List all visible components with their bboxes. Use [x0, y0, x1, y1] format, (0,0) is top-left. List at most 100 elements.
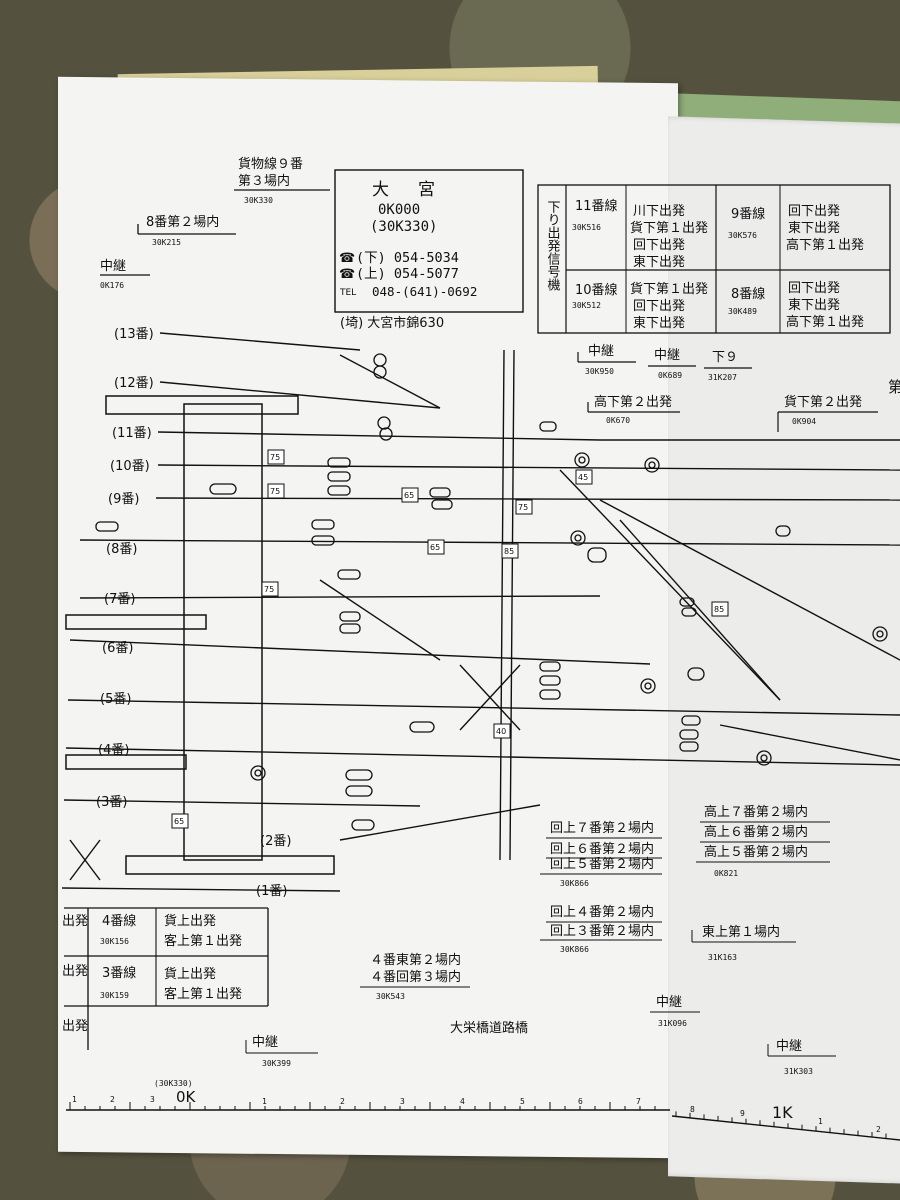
signal-icons: [95, 353, 888, 831]
svg-text:(埼) 大宮市錦630: (埼) 大宮市錦630: [340, 315, 444, 331]
svg-text:東上第１場内: 東上第１場内: [702, 924, 780, 940]
speed-sign: 75: [515, 499, 533, 515]
svg-text:中継: 中継: [588, 344, 614, 359]
svg-text:85: 85: [714, 605, 724, 614]
svg-text:8番線: 8番線: [731, 286, 765, 302]
svg-text:(3番): (3番): [96, 795, 127, 810]
svg-text:11番線: 11番線: [575, 198, 618, 214]
signal-table-top: 下り出発信号機 11番線 30K516 川下出発 貨下第１出発 回下出発 東下出…: [537, 184, 891, 334]
label-bridge: 大栄橋道路橋: [450, 1020, 528, 1036]
svg-text:貨下第１出発: 貨下第１出発: [630, 281, 708, 297]
svg-text:回下出発: 回下出発: [633, 238, 685, 253]
svg-text:8番第２場内: 8番第２場内: [146, 214, 219, 230]
svg-text:8: 8: [690, 1105, 695, 1114]
svg-text:回下出発: 回下出発: [633, 299, 685, 314]
svg-text:30K576: 30K576: [728, 231, 757, 240]
svg-text:回上５番第２場内: 回上５番第２場内: [550, 856, 654, 872]
svg-text:0K904: 0K904: [792, 417, 816, 426]
svg-text:9: 9: [740, 1109, 745, 1118]
svg-text:４番回第３場内: ４番回第３場内: [370, 969, 461, 985]
track-numbers: (13番) (12番) (11番) (10番) (9番) (8番) (7番) (…: [96, 327, 291, 899]
svg-text:30K866: 30K866: [560, 945, 589, 954]
svg-text:31K163: 31K163: [708, 953, 737, 962]
speed-sign: 75: [267, 449, 285, 465]
speed-sign: 65: [427, 539, 445, 555]
speed-sign: 40: [493, 723, 511, 739]
svg-text:40: 40: [496, 727, 506, 736]
svg-text:(30K330): (30K330): [370, 219, 437, 235]
svg-text:(30K330): (30K330): [154, 1079, 193, 1088]
svg-text:貨上出発: 貨上出発: [164, 913, 216, 929]
svg-text:中継: 中継: [776, 1039, 802, 1054]
svg-text:東下出発: 東下出発: [633, 315, 685, 331]
label-shimo9: 下９ 31K207: [704, 350, 752, 382]
svg-text:4番線: 4番線: [102, 913, 136, 929]
track-lines: [61, 332, 900, 892]
label-kaijo-group2: 回上４番第２場内 回上３番第２場内 30K866: [540, 904, 662, 954]
svg-text:30K330: 30K330: [244, 196, 273, 205]
km-scale: (30K330) 0K 1K 1 2 3 1 2 3 4 5 6 7 8 9 1…: [66, 1079, 900, 1141]
svg-text:貨上出発: 貨上出発: [164, 966, 216, 982]
svg-text:回下出発: 回下出発: [788, 281, 840, 296]
svg-text:４番東第２場内: ４番東第２場内: [370, 952, 461, 968]
svg-text:TEL: TEL: [339, 288, 356, 298]
svg-text:(8番): (8番): [106, 542, 137, 557]
svg-text:85: 85: [504, 547, 514, 556]
svg-text:30K489: 30K489: [728, 307, 757, 316]
svg-text:東下出発: 東下出発: [633, 254, 685, 270]
svg-text:(6番): (6番): [102, 641, 133, 656]
svg-text:3番線: 3番線: [102, 965, 136, 981]
platforms: [65, 395, 335, 875]
svg-text:2: 2: [876, 1125, 881, 1134]
svg-text:30K516: 30K516: [572, 223, 601, 232]
svg-text:30K543: 30K543: [376, 992, 405, 1001]
svg-text:貨下第１出発: 貨下第１出発: [630, 220, 708, 236]
svg-text:東下出発: 東下出発: [788, 220, 840, 236]
label-koge2: 高下第２出発 0K670: [587, 394, 680, 425]
svg-text:東下出発: 東下出発: [788, 297, 840, 313]
phone-icon-2: ☎: [339, 267, 355, 282]
svg-text:9番線: 9番線: [731, 206, 765, 222]
overpass-line: [499, 349, 505, 861]
svg-text:7: 7: [636, 1097, 641, 1106]
svg-text:1: 1: [72, 1095, 77, 1104]
svg-text:(2番): (2番): [260, 834, 291, 849]
svg-text:客上第１出発: 客上第１出発: [164, 986, 242, 1002]
svg-text:(10番): (10番): [110, 459, 150, 474]
speed-sign: 85: [501, 543, 519, 559]
label-chukei-1: 中継 30K950: [577, 344, 636, 376]
svg-text:下９: 下９: [712, 350, 738, 365]
label-chukei-b3: 中継 31K303: [767, 1039, 836, 1076]
svg-text:31K207: 31K207: [708, 373, 737, 382]
svg-text:出発: 出発: [62, 964, 88, 979]
label-chukei-b2: 中継 31K096: [650, 995, 700, 1028]
svg-text:65: 65: [174, 817, 184, 826]
svg-text:30K159: 30K159: [100, 991, 129, 1000]
svg-text:大 宮: 大 宮: [372, 180, 441, 200]
speed-signs: 75 75 75 65 85 75 45 65 40 85 65: [171, 449, 729, 829]
svg-text:5: 5: [520, 1097, 525, 1106]
svg-text:30K215: 30K215: [152, 238, 181, 247]
overpass-line-2: [509, 349, 515, 861]
speed-sign: 85: [711, 601, 729, 617]
speed-sign: 65: [171, 813, 189, 829]
svg-text:31K303: 31K303: [784, 1067, 813, 1076]
svg-text:65: 65: [430, 543, 440, 552]
svg-text:(11番): (11番): [112, 426, 152, 441]
svg-text:第３場内: 第３場内: [238, 173, 290, 189]
svg-text:回下出発: 回下出発: [788, 204, 840, 219]
svg-text:10番線: 10番線: [575, 282, 618, 298]
svg-text:回上７番第２場内: 回上７番第２場内: [550, 820, 654, 836]
speed-sign: 45: [575, 469, 593, 485]
svg-text:出発: 出発: [62, 1019, 88, 1034]
svg-text:30K950: 30K950: [585, 367, 614, 376]
svg-text:高上５番第２場内: 高上５番第２場内: [704, 844, 808, 860]
svg-text:65: 65: [404, 491, 414, 500]
svg-text:0K000: 0K000: [378, 202, 420, 218]
svg-text:0K176: 0K176: [100, 281, 124, 290]
svg-text:(7番): (7番): [104, 592, 135, 607]
svg-text:0K670: 0K670: [606, 416, 630, 425]
svg-text:31K096: 31K096: [658, 1019, 687, 1028]
edge-char: 第: [888, 378, 900, 396]
svg-text:高下第２出発: 高下第２出発: [594, 394, 672, 410]
